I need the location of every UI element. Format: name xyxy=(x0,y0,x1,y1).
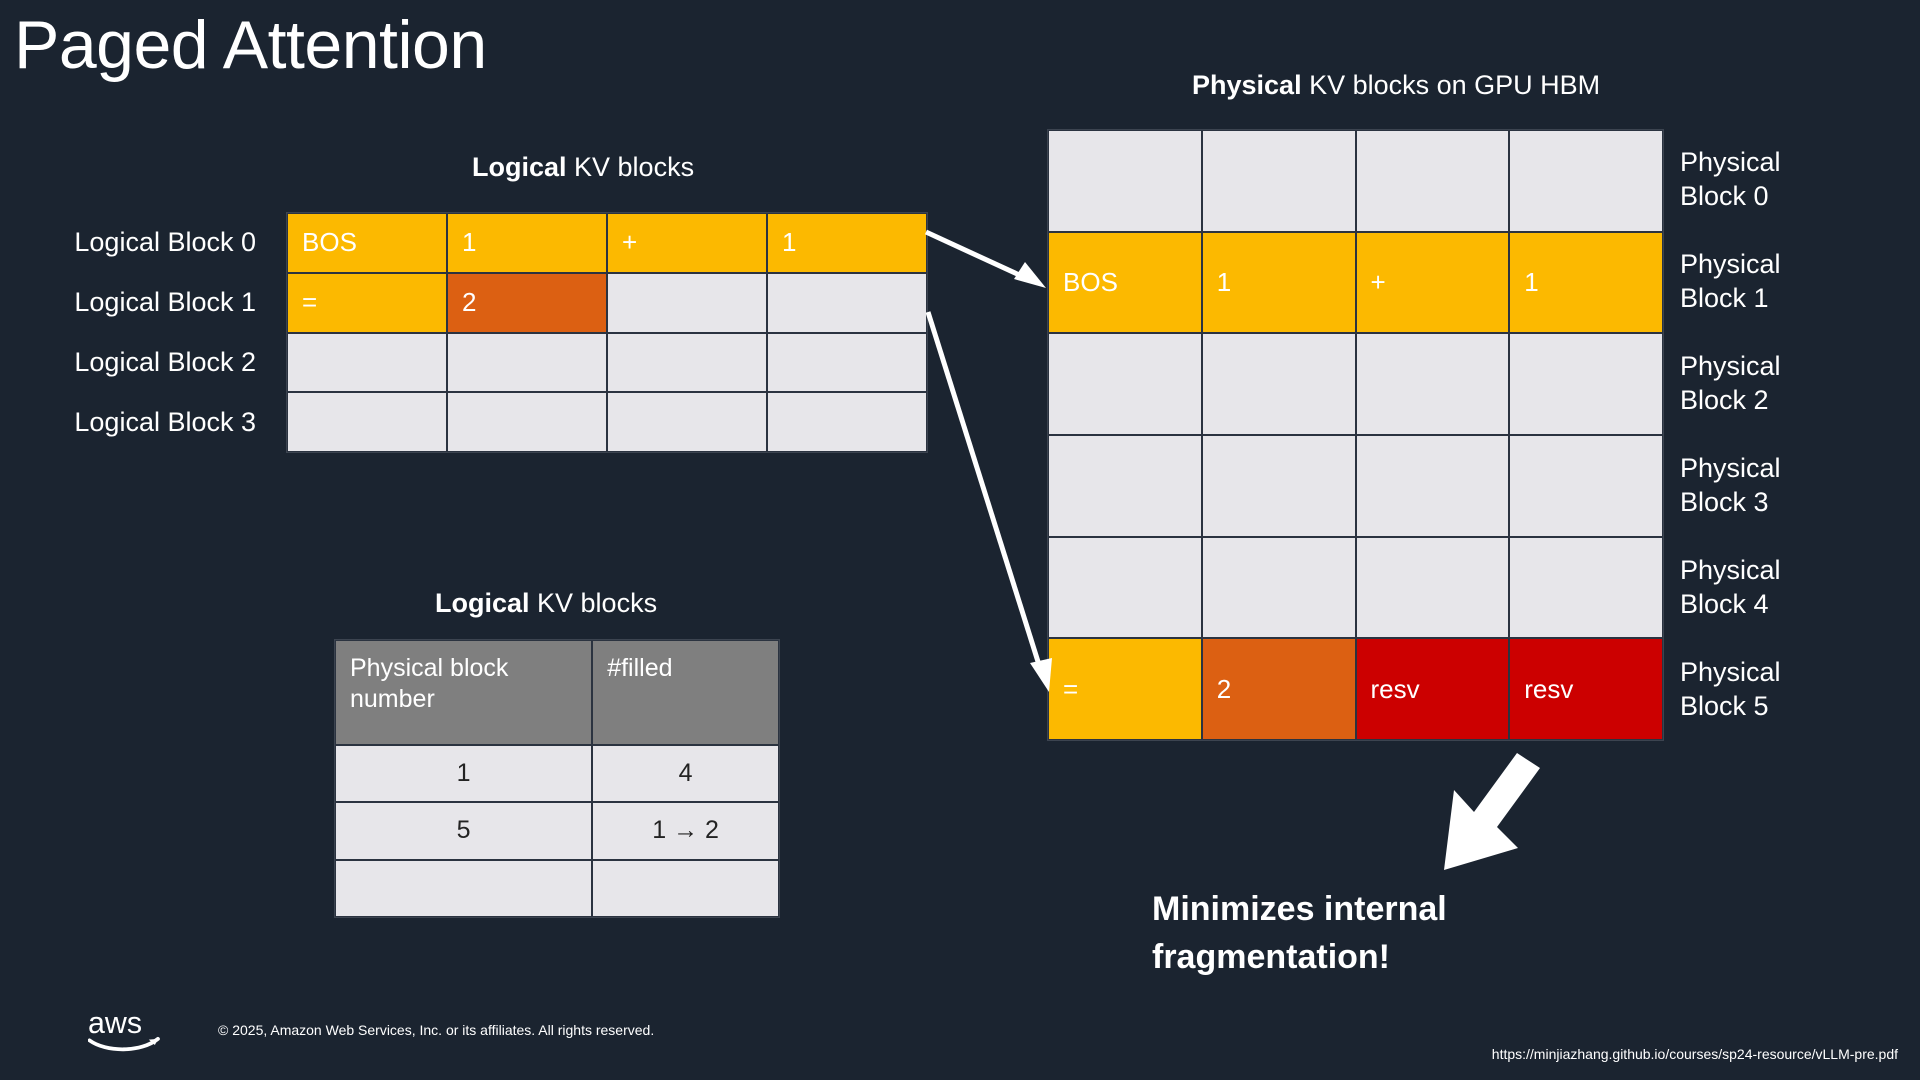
block-table-header-filled: #filled xyxy=(593,641,778,744)
physical-cell-4-3[interactable] xyxy=(1510,537,1662,638)
physical-cell-0-1[interactable] xyxy=(1202,131,1355,231)
physical-cell-0-0[interactable] xyxy=(1049,131,1201,231)
logical-cell-1-2[interactable] xyxy=(608,273,766,332)
physical-row-label-5-line1: Physical xyxy=(1680,657,1781,688)
physical-row-label-2-line1: Physical xyxy=(1680,351,1781,382)
physical-row-label-4-line2: Block 4 xyxy=(1680,589,1769,619)
aws-logo: aws xyxy=(88,1006,160,1052)
physical-row-label-3-line1: Physical xyxy=(1680,453,1781,484)
logical-cell-2-2[interactable] xyxy=(608,333,766,392)
physical-row-label-5: Physical Block 5 xyxy=(1680,639,1910,741)
logical-row-label-3: Logical Block 3 xyxy=(74,407,256,438)
physical-cell-4-0[interactable] xyxy=(1049,537,1201,638)
logical-kv-blocks-grid: BOS 1 + 1 = 2 xyxy=(286,212,928,453)
physical-cell-3-1[interactable] xyxy=(1202,435,1355,536)
physical-row-label-2-line2: Block 2 xyxy=(1680,385,1769,415)
physical-row-label-list: Physical Block 0 Physical Block 1 Physic… xyxy=(1680,129,1910,741)
physical-caption-bold: Physical xyxy=(1192,70,1302,100)
logical-caption-rest: KV blocks xyxy=(566,152,695,182)
physical-cell-5-3[interactable]: resv xyxy=(1510,639,1662,739)
block-table-header-physical-block-number: Physical block number xyxy=(336,641,592,744)
logical-row-label-0: Logical Block 0 xyxy=(74,226,256,257)
physical-row-label-1: Physical Block 1 xyxy=(1680,231,1910,333)
conclusion-line-1: Minimizes internal xyxy=(1152,890,1447,928)
logical-cell-3-1[interactable] xyxy=(448,393,606,451)
logical-cell-3-2[interactable] xyxy=(608,393,766,451)
physical-row-label-0: Physical Block 0 xyxy=(1680,129,1910,231)
physical-row-label-0-line2: Block 0 xyxy=(1680,181,1769,211)
svg-text:aws: aws xyxy=(88,1006,142,1040)
conclusion-line-2: fragmentation! xyxy=(1152,938,1390,977)
logical-cell-3-3[interactable] xyxy=(768,393,926,451)
block-table-row-0-physical-block-number[interactable]: 1 xyxy=(336,746,592,802)
physical-cell-1-2[interactable]: + xyxy=(1356,232,1509,333)
physical-row-label-0-line1: Physical xyxy=(1680,147,1781,178)
physical-block-mapping-table: Physical block number #filled 1 4 5 1 → … xyxy=(334,639,780,918)
conclusion-text: Minimizes internal fragmentation! xyxy=(1152,885,1622,982)
logical-cell-2-1[interactable] xyxy=(448,333,606,392)
block-table-caption: Logical KV blocks xyxy=(435,588,657,619)
logical-cell-0-0[interactable]: BOS xyxy=(288,214,446,272)
physical-cell-4-2[interactable] xyxy=(1356,537,1509,638)
physical-cell-4-1[interactable] xyxy=(1202,537,1355,638)
logical-cell-3-0[interactable] xyxy=(288,393,446,451)
logical-caption-bold: Logical xyxy=(472,152,567,182)
conclusion-arrow xyxy=(1444,753,1540,870)
logical-cell-0-1[interactable]: 1 xyxy=(448,214,606,272)
physical-cell-3-3[interactable] xyxy=(1510,435,1662,536)
block-table-caption-rest: KV blocks xyxy=(529,588,658,618)
physical-row-label-2: Physical Block 2 xyxy=(1680,333,1910,435)
logical-cell-1-1[interactable]: 2 xyxy=(448,273,606,332)
physical-cell-1-0[interactable]: BOS xyxy=(1049,232,1201,333)
physical-cell-2-2[interactable] xyxy=(1356,334,1509,434)
block-table-row-0-filled[interactable]: 4 xyxy=(593,746,778,802)
logical-cell-1-0[interactable]: = xyxy=(288,273,446,332)
block-table-row-2-filled[interactable] xyxy=(593,860,778,916)
logical-cell-2-0[interactable] xyxy=(288,333,446,392)
physical-row-label-5-line2: Block 5 xyxy=(1680,691,1769,721)
source-url-text: https://minjiazhang.github.io/courses/sp… xyxy=(1491,1046,1898,1062)
logical-row-label-1: Logical Block 1 xyxy=(74,286,256,317)
physical-cell-5-1[interactable]: 2 xyxy=(1202,639,1355,739)
physical-cell-2-3[interactable] xyxy=(1510,334,1662,434)
physical-cell-0-2[interactable] xyxy=(1356,131,1509,231)
mapping-arrow-block0-to-physical1 xyxy=(924,229,1046,288)
logical-cell-0-3[interactable]: 1 xyxy=(768,214,926,272)
physical-row-label-4: Physical Block 4 xyxy=(1680,537,1910,639)
block-table-row-1-physical-block-number[interactable]: 5 xyxy=(336,803,592,859)
block-table-row-1-filled[interactable]: 1 → 2 xyxy=(593,803,778,859)
physical-cell-2-0[interactable] xyxy=(1049,334,1201,434)
physical-cell-5-0[interactable]: = xyxy=(1049,639,1201,739)
logical-kv-blocks-caption: Logical KV blocks xyxy=(472,152,694,183)
physical-cell-2-1[interactable] xyxy=(1202,334,1355,434)
logical-cell-1-3[interactable] xyxy=(768,273,926,332)
logical-row-label-list: Logical Block 0 Logical Block 1 Logical … xyxy=(52,212,278,453)
logical-cell-0-2[interactable]: + xyxy=(608,214,766,272)
physical-cell-3-0[interactable] xyxy=(1049,435,1201,536)
logical-cell-2-3[interactable] xyxy=(768,333,926,392)
physical-cell-1-1[interactable]: 1 xyxy=(1202,232,1355,333)
physical-row-label-4-line1: Physical xyxy=(1680,555,1781,586)
physical-caption-rest: KV blocks on GPU HBM xyxy=(1301,70,1601,100)
mapping-arrow-block1-to-physical5 xyxy=(925,311,1052,692)
physical-row-label-1-line1: Physical xyxy=(1680,249,1781,280)
physical-cell-5-2[interactable]: resv xyxy=(1356,639,1509,739)
block-table-row-2-physical-block-number[interactable] xyxy=(336,860,592,916)
page-title: Paged Attention xyxy=(14,7,487,83)
physical-row-label-3-line2: Block 3 xyxy=(1680,487,1769,517)
physical-kv-blocks-grid: BOS 1 + 1 = 2 resv resv xyxy=(1047,129,1664,741)
physical-cell-3-2[interactable] xyxy=(1356,435,1509,536)
physical-kv-blocks-caption: Physical KV blocks on GPU HBM xyxy=(1192,70,1600,101)
physical-cell-1-3[interactable]: 1 xyxy=(1510,232,1662,333)
physical-row-label-3: Physical Block 3 xyxy=(1680,435,1910,537)
block-table-caption-bold: Logical xyxy=(435,588,530,618)
physical-row-label-1-line2: Block 1 xyxy=(1680,283,1769,313)
copyright-text: © 2025, Amazon Web Services, Inc. or its… xyxy=(218,1022,655,1038)
physical-cell-0-3[interactable] xyxy=(1510,131,1662,231)
logical-row-label-2: Logical Block 2 xyxy=(74,347,256,378)
